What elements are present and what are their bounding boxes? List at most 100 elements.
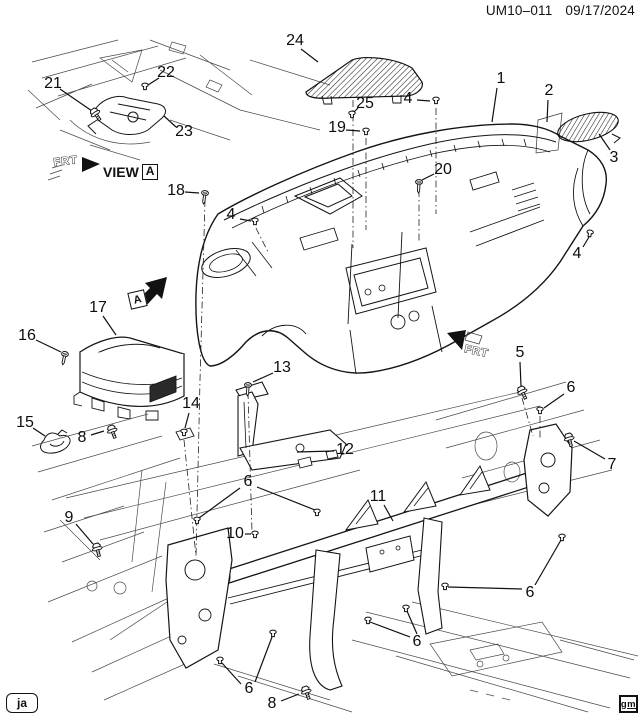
leader-line-7 — [573, 440, 606, 460]
leader-line-6 — [534, 539, 562, 586]
clip-icon — [313, 508, 321, 517]
clip-icon — [558, 533, 566, 542]
leader-line-4 — [416, 99, 431, 102]
callout-24: 24 — [286, 32, 304, 49]
callout-6: 6 — [244, 680, 254, 697]
callout-16: 16 — [18, 327, 36, 344]
leader-line-6 — [221, 662, 242, 685]
callout-6: 6 — [243, 473, 253, 490]
leader-lines — [32, 48, 611, 702]
leader-line-17 — [102, 315, 117, 336]
view-label-text: VIEW — [103, 164, 139, 180]
inset-cowl-sketch — [27, 39, 331, 161]
leader-line-19 — [345, 129, 361, 132]
clip-icon — [251, 530, 259, 539]
part-12-bracket — [235, 381, 347, 471]
leader-line-24 — [300, 48, 319, 63]
view-label: VIEW A — [103, 164, 159, 180]
callout-14: 14 — [182, 395, 200, 412]
doc-number: UM10–011 — [485, 3, 553, 18]
part-15-hook — [40, 429, 71, 454]
callout-5: 5 — [515, 344, 525, 361]
bolt-icon — [105, 423, 121, 441]
leader-line-6 — [254, 636, 273, 683]
leader-line-6 — [447, 586, 523, 590]
callout-6: 6 — [525, 584, 535, 601]
leader-line-6 — [198, 487, 241, 519]
callout-2: 2 — [544, 82, 554, 99]
part-23-bracket — [87, 95, 166, 135]
screw-icon — [58, 350, 70, 366]
leader-line-3 — [598, 133, 611, 151]
cowl-sketch-right — [435, 381, 613, 505]
leader-line-21 — [59, 88, 93, 112]
clip-icon — [269, 629, 277, 638]
callout-6: 6 — [412, 633, 422, 650]
callout-4: 4 — [572, 245, 582, 262]
callout-23: 23 — [175, 123, 193, 140]
screw-icon — [414, 178, 424, 194]
callout-8: 8 — [77, 429, 87, 446]
leader-line-4 — [239, 218, 252, 222]
callout-17: 17 — [89, 299, 107, 316]
clip-icon — [348, 110, 356, 119]
callout-10: 10 — [226, 525, 244, 542]
leader-line-13 — [252, 372, 274, 383]
callout-7: 7 — [607, 456, 617, 473]
leader-line-6 — [256, 486, 316, 511]
callout-3: 3 — [609, 149, 619, 166]
frt-label-right: FRT — [463, 343, 489, 360]
clip-icon — [180, 428, 188, 437]
view-letter-box: A — [141, 164, 159, 180]
doc-date: 09/17/2024 — [565, 3, 635, 18]
leader-line-8 — [280, 693, 300, 702]
document-header: UM10–011 09/17/2024 — [477, 3, 635, 18]
bolt-icon — [90, 541, 105, 559]
callout-22: 22 — [157, 64, 175, 81]
leader-line-2 — [546, 99, 549, 123]
part-17-module-box — [73, 336, 186, 421]
floor-sketch-right — [213, 601, 639, 713]
callout-11: 11 — [369, 488, 387, 505]
callout-12: 12 — [336, 441, 354, 458]
callout-13: 13 — [273, 359, 291, 376]
leader-line-11 — [383, 504, 394, 522]
clip-icon — [536, 406, 544, 415]
leader-line-6 — [369, 621, 411, 638]
clip-icon — [402, 604, 410, 613]
clip-icon — [362, 127, 370, 136]
leader-line-5 — [519, 361, 522, 387]
callout-4: 4 — [226, 206, 236, 223]
part-24-speaker-grille — [305, 57, 423, 105]
callout-20: 20 — [434, 161, 452, 178]
clip-icon — [216, 656, 224, 665]
assembly-centerlines — [183, 100, 541, 559]
leader-line-20 — [421, 173, 435, 181]
callout-4: 4 — [403, 90, 413, 107]
leader-line-4 — [582, 236, 590, 248]
leader-line-6 — [406, 610, 418, 635]
leader-line-6 — [543, 393, 565, 409]
callout-18: 18 — [167, 182, 185, 199]
leader-line-1 — [491, 87, 498, 123]
clip-icon — [432, 96, 440, 105]
leader-line-9 — [75, 523, 94, 545]
clip-icon — [251, 217, 259, 226]
callout-8: 8 — [267, 695, 277, 712]
callout-9: 9 — [64, 509, 74, 526]
frt-arrow-right: FRT — [447, 330, 490, 360]
clip-icon — [441, 582, 449, 591]
leader-line-12 — [296, 450, 335, 453]
part-11-crossbar — [165, 423, 573, 691]
leader-line-18 — [184, 191, 200, 194]
leader-line-23 — [163, 115, 177, 128]
bolt-icon — [299, 684, 315, 702]
callout-21: 21 — [44, 75, 62, 92]
leader-line-16 — [35, 339, 62, 353]
callout-25: 25 — [356, 95, 374, 112]
clip-icon — [585, 229, 595, 238]
callout-6: 6 — [566, 379, 576, 396]
callout-1: 1 — [496, 70, 506, 87]
leader-line-15 — [32, 427, 46, 437]
